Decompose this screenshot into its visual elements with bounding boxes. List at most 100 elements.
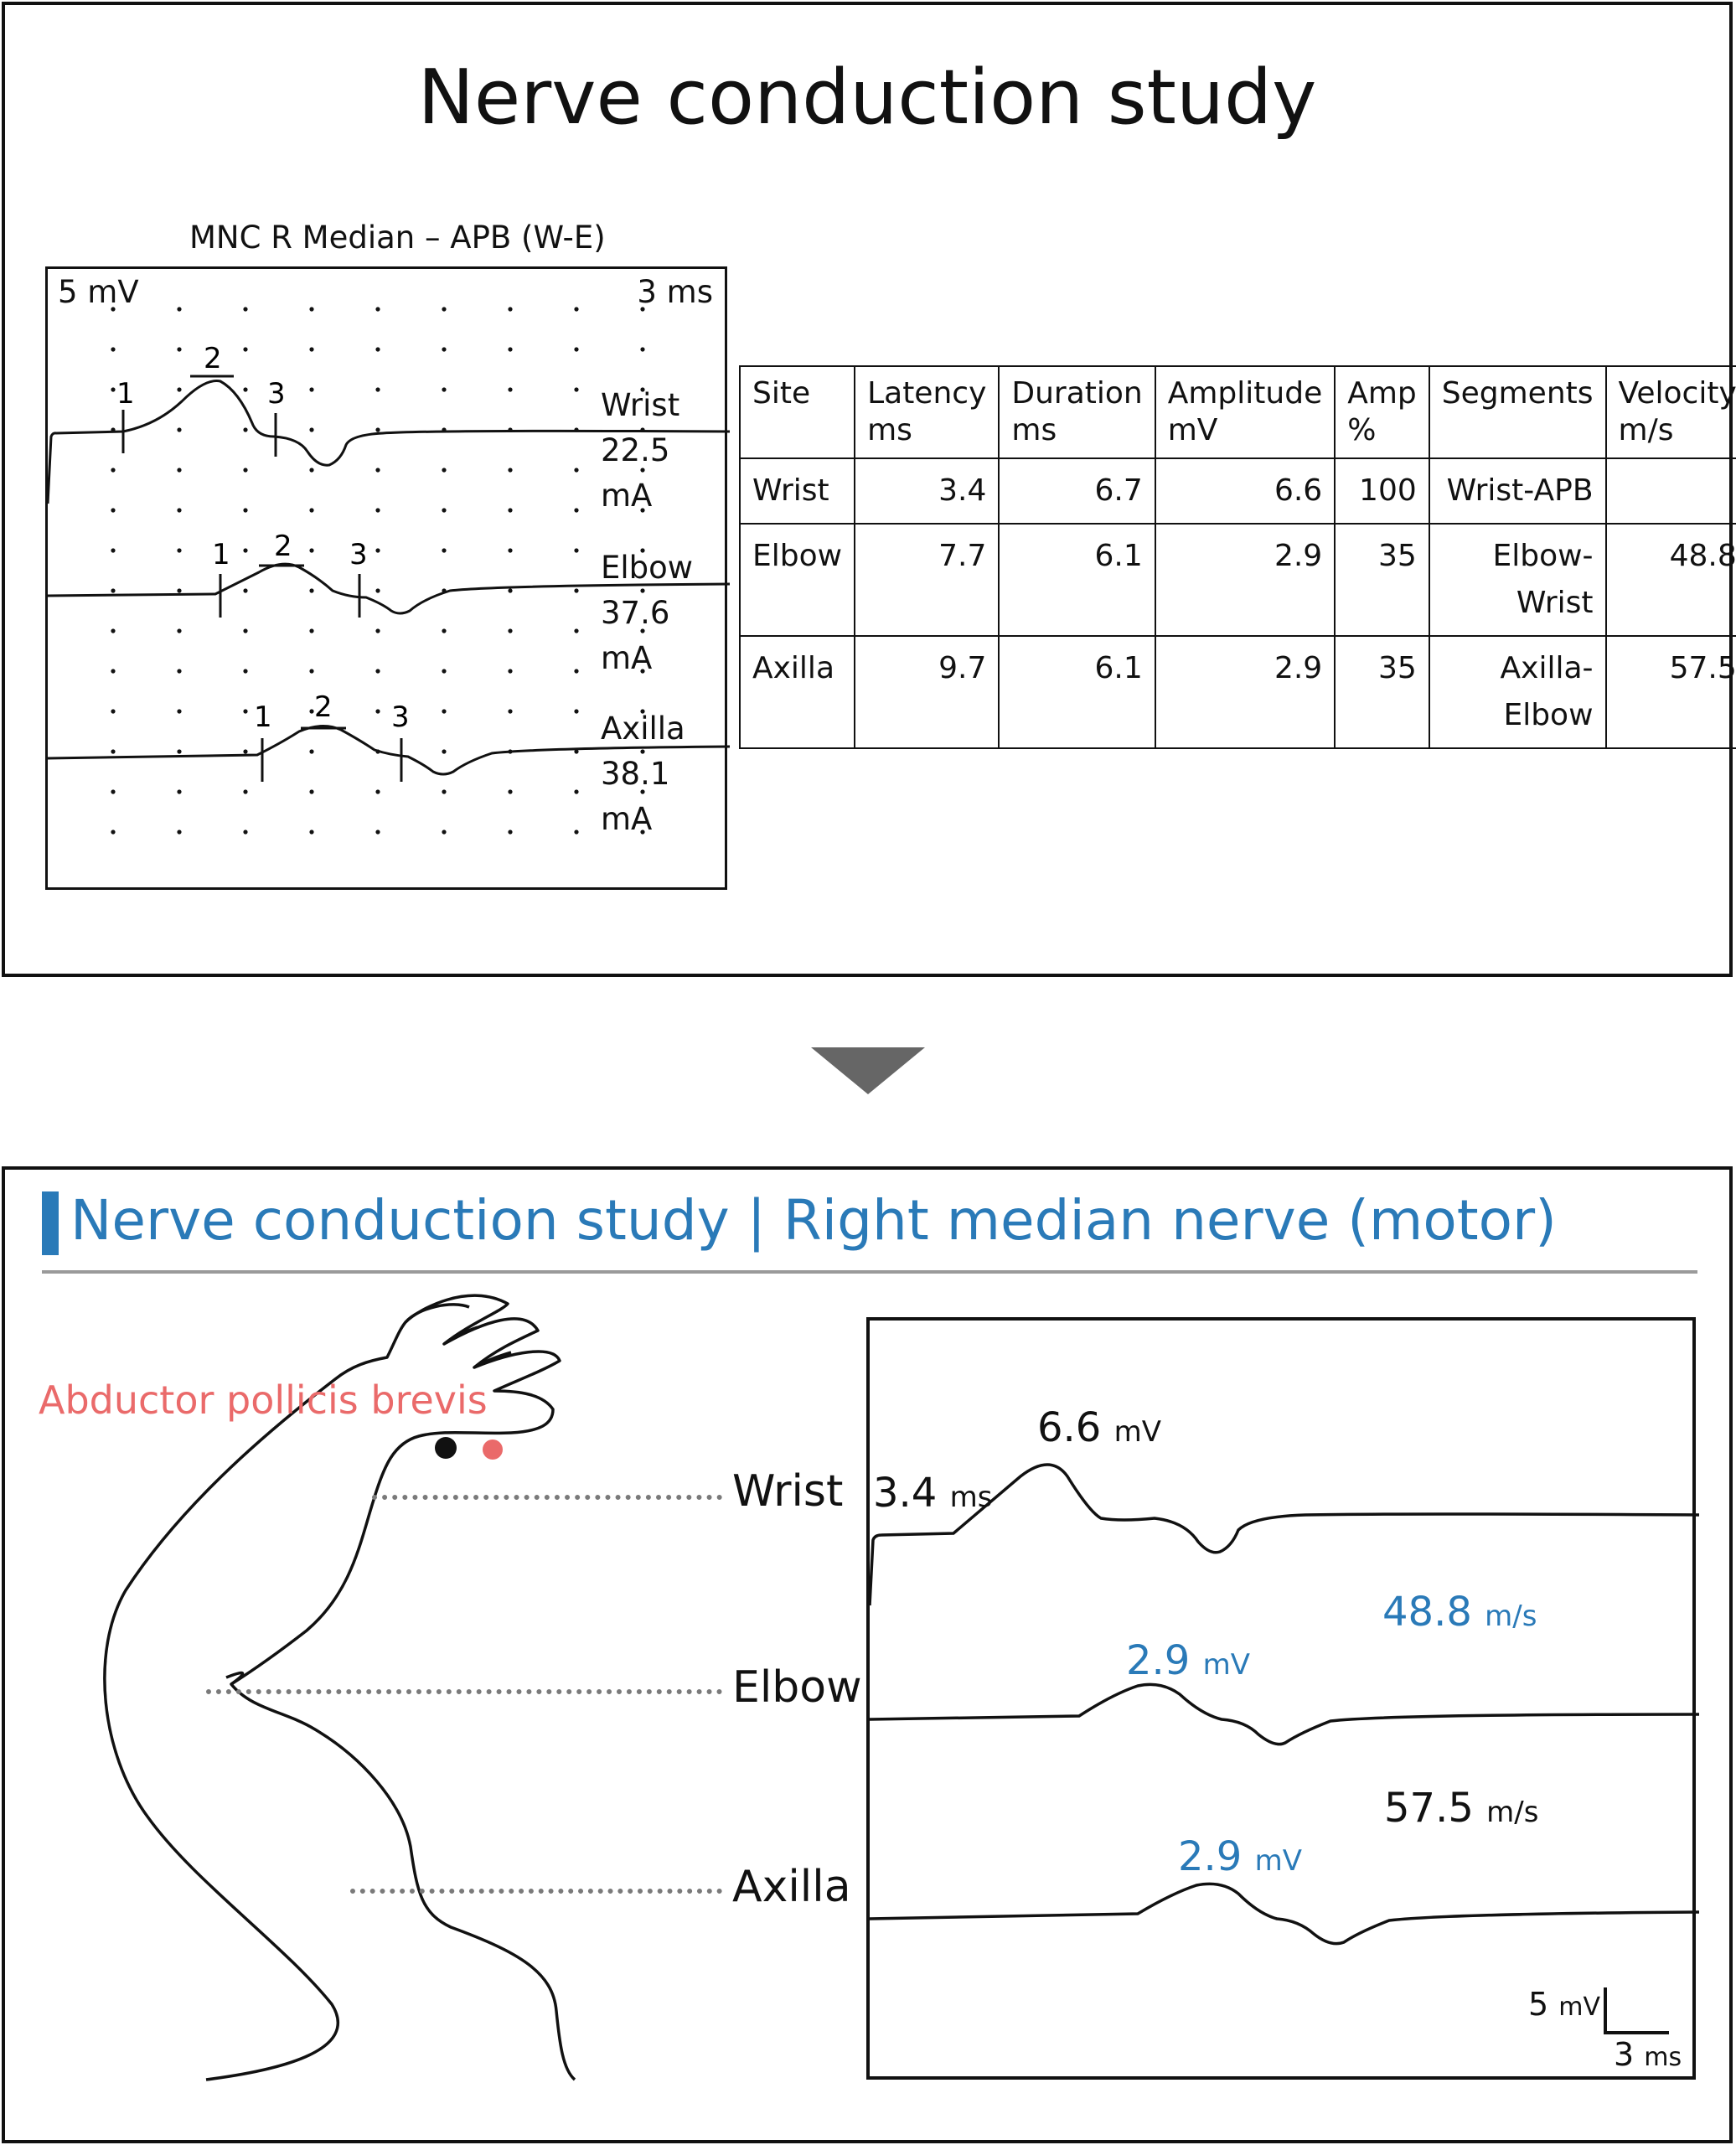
axilla-marker-label-3: 3 [391, 700, 410, 734]
grid-dot [177, 307, 182, 312]
grid-dot [177, 669, 182, 674]
grid-dot [508, 830, 513, 835]
wrist-level-label: Wrist [732, 1466, 844, 1517]
summary-title: Nerve conduction study | Right median ne… [70, 1188, 1557, 1253]
grid-dot [243, 427, 248, 432]
cell-segment: Wrist-APB [1428, 457, 1607, 525]
grid-dot [243, 387, 248, 392]
grid-dot [574, 588, 579, 593]
wrist-waveform [868, 1463, 1700, 1606]
cell-duration: 6.7 [998, 457, 1156, 525]
grid-dot [375, 548, 380, 553]
table-row: Wrist 3.4 6.7 6.6 100 Wrist-APB [738, 457, 1736, 525]
grid-dot [375, 709, 380, 714]
grid-dot [640, 307, 645, 312]
grid-dot [640, 830, 645, 835]
grid-dot [309, 830, 314, 835]
grid-dot [243, 789, 248, 794]
grid-dot [177, 749, 182, 754]
cell-latency: 9.7 [854, 635, 1000, 749]
grid-dot [177, 830, 182, 835]
velocity-elbow-wrist-label: 48.8 m/s [1382, 1589, 1537, 1636]
grid-dot [375, 628, 380, 633]
velocity-axilla-elbow-label: 57.5 m/s [1384, 1785, 1539, 1832]
cell-velocity: 57.5 [1604, 635, 1736, 749]
scale-bar [1604, 1987, 1669, 2034]
grid-dot [309, 669, 314, 674]
elbow-marker-label-2: 2 [274, 530, 292, 563]
grid-dot [508, 387, 513, 392]
grid-dot [640, 709, 645, 714]
grid-dot [640, 387, 645, 392]
grid-dot [574, 548, 579, 553]
cell-duration: 6.1 [998, 523, 1156, 637]
waveform-svg [868, 1463, 1700, 2034]
grid-dot [508, 709, 513, 714]
title-divider [42, 1270, 1697, 1274]
cell-duration: 6.1 [998, 635, 1156, 749]
grid-dot [177, 347, 182, 352]
grid-dot [309, 307, 314, 312]
grid-dot [111, 749, 116, 754]
grid-dot [574, 749, 579, 754]
grid-dot [309, 709, 314, 714]
grid-dot [177, 628, 182, 633]
grid-dot [309, 508, 314, 513]
grid-dot [375, 468, 380, 473]
wrist-marker-label-1: 1 [116, 377, 135, 411]
grid-dot [243, 307, 248, 312]
wrist-site-intensity: 22.5 mA [601, 432, 670, 514]
grid-dot [111, 508, 116, 513]
cell-latency: 7.7 [854, 523, 1000, 637]
grid-dot [375, 588, 380, 593]
grid-dot [640, 588, 645, 593]
grid-dot [508, 588, 513, 593]
grid-dot [309, 427, 314, 432]
cell-velocity [1604, 457, 1736, 525]
wrist-trace [46, 380, 731, 504]
grid-dot [442, 468, 447, 473]
grid-dot [508, 548, 513, 553]
grid-dot [375, 789, 380, 794]
grid-dot [243, 749, 248, 754]
grid-dot [508, 468, 513, 473]
grid-dot [243, 588, 248, 593]
grid-dot [243, 709, 248, 714]
grid-dot [375, 508, 380, 513]
grid-dot [243, 468, 248, 473]
grid-dot [111, 669, 116, 674]
wrist-marker-label-2: 2 [204, 342, 222, 375]
grid-dot [574, 468, 579, 473]
grid-dot [375, 387, 380, 392]
cell-segment: Axilla-Elbow [1428, 635, 1607, 749]
grid-dot [375, 347, 380, 352]
axilla-amp-label: 2.9 mV [1178, 1833, 1302, 1880]
grid-dot [442, 387, 447, 392]
table-row: Axilla 9.7 6.1 2.9 35 Axilla-Elbow 57.5 [738, 635, 1736, 749]
grid-dot [508, 789, 513, 794]
grid-dot [177, 709, 182, 714]
grid-dot [177, 387, 182, 392]
grid-dot [375, 830, 380, 835]
grid-dot [111, 387, 116, 392]
table-row: Elbow 7.7 6.1 2.9 35 Elbow-Wrist 48.8 [738, 523, 1736, 637]
grid-dot [508, 628, 513, 633]
col-header-site: Site [738, 365, 856, 459]
grid-dot [243, 508, 248, 513]
grid-dot [111, 548, 116, 553]
wrist-latency-label: 3.4 ms [873, 1470, 993, 1517]
wrist-site-name: Wrist [601, 387, 680, 423]
wrist-site-label: Wrist 22.5 mA [601, 383, 725, 519]
grid-dot [442, 749, 447, 754]
grid-dot [640, 789, 645, 794]
grid-dot [243, 548, 248, 553]
axilla-marker-label-2: 2 [314, 690, 333, 724]
grid-dot [574, 669, 579, 674]
amp-scale-label: 5 mV [58, 274, 139, 310]
grid-dot [309, 548, 314, 553]
title-accent-bar [42, 1191, 59, 1255]
grid-dot [574, 830, 579, 835]
